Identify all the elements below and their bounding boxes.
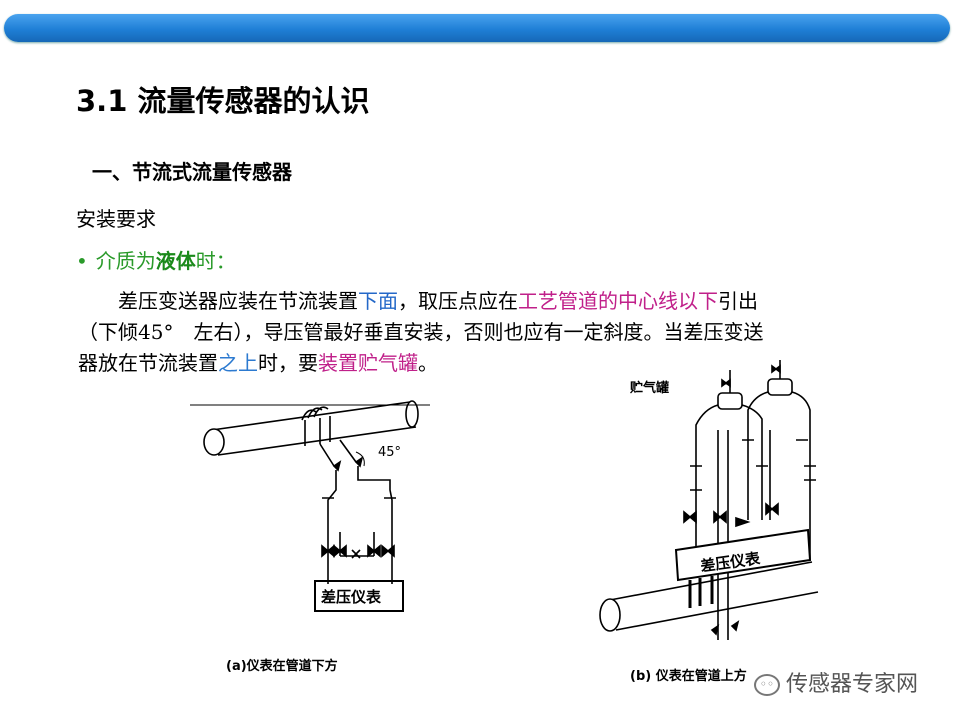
paragraph-line-2: （下倾45° 左右），导压管最好垂直安装，否则也应有一定斜度。当差压变送 <box>78 320 764 344</box>
bullet-liquid: •介质为液体时： <box>76 249 236 273</box>
watermark: ◦◦传感器专家网 <box>754 666 918 698</box>
caption-b: (b) 仪表在管道上方 <box>630 668 747 684</box>
meter-label-a: 差压仪表 <box>321 588 382 606</box>
angle-label: 45° <box>378 445 401 460</box>
paragraph-line-3: 器放在节流装置之上时，要装置贮气罐。 <box>78 351 438 375</box>
page-title: 3.1 流量传感器的认识 <box>76 84 370 118</box>
bullet-dot-icon: • <box>76 249 88 273</box>
install-requirements-label: 安装要求 <box>76 207 156 231</box>
section-heading: 一、节流式流量传感器 <box>92 160 292 184</box>
liquid-keyword: 液体 <box>155 249 196 273</box>
paragraph-line-1: 差压变送器应装在节流装置下面，取压点应在工艺管道的中心线以下引出 <box>78 289 758 313</box>
header-bar <box>4 14 950 42</box>
wechat-icon: ◦◦ <box>754 674 780 696</box>
tank-label: 贮气罐 <box>629 380 669 396</box>
diagram-a <box>190 400 430 612</box>
install-paragraph: 差压变送器应装在节流装置下面，取压点应在工艺管道的中心线以下引出 （下倾45° … <box>78 286 938 379</box>
diagram-b <box>599 360 819 640</box>
caption-a: (a)仪表在管道下方 <box>226 658 338 674</box>
